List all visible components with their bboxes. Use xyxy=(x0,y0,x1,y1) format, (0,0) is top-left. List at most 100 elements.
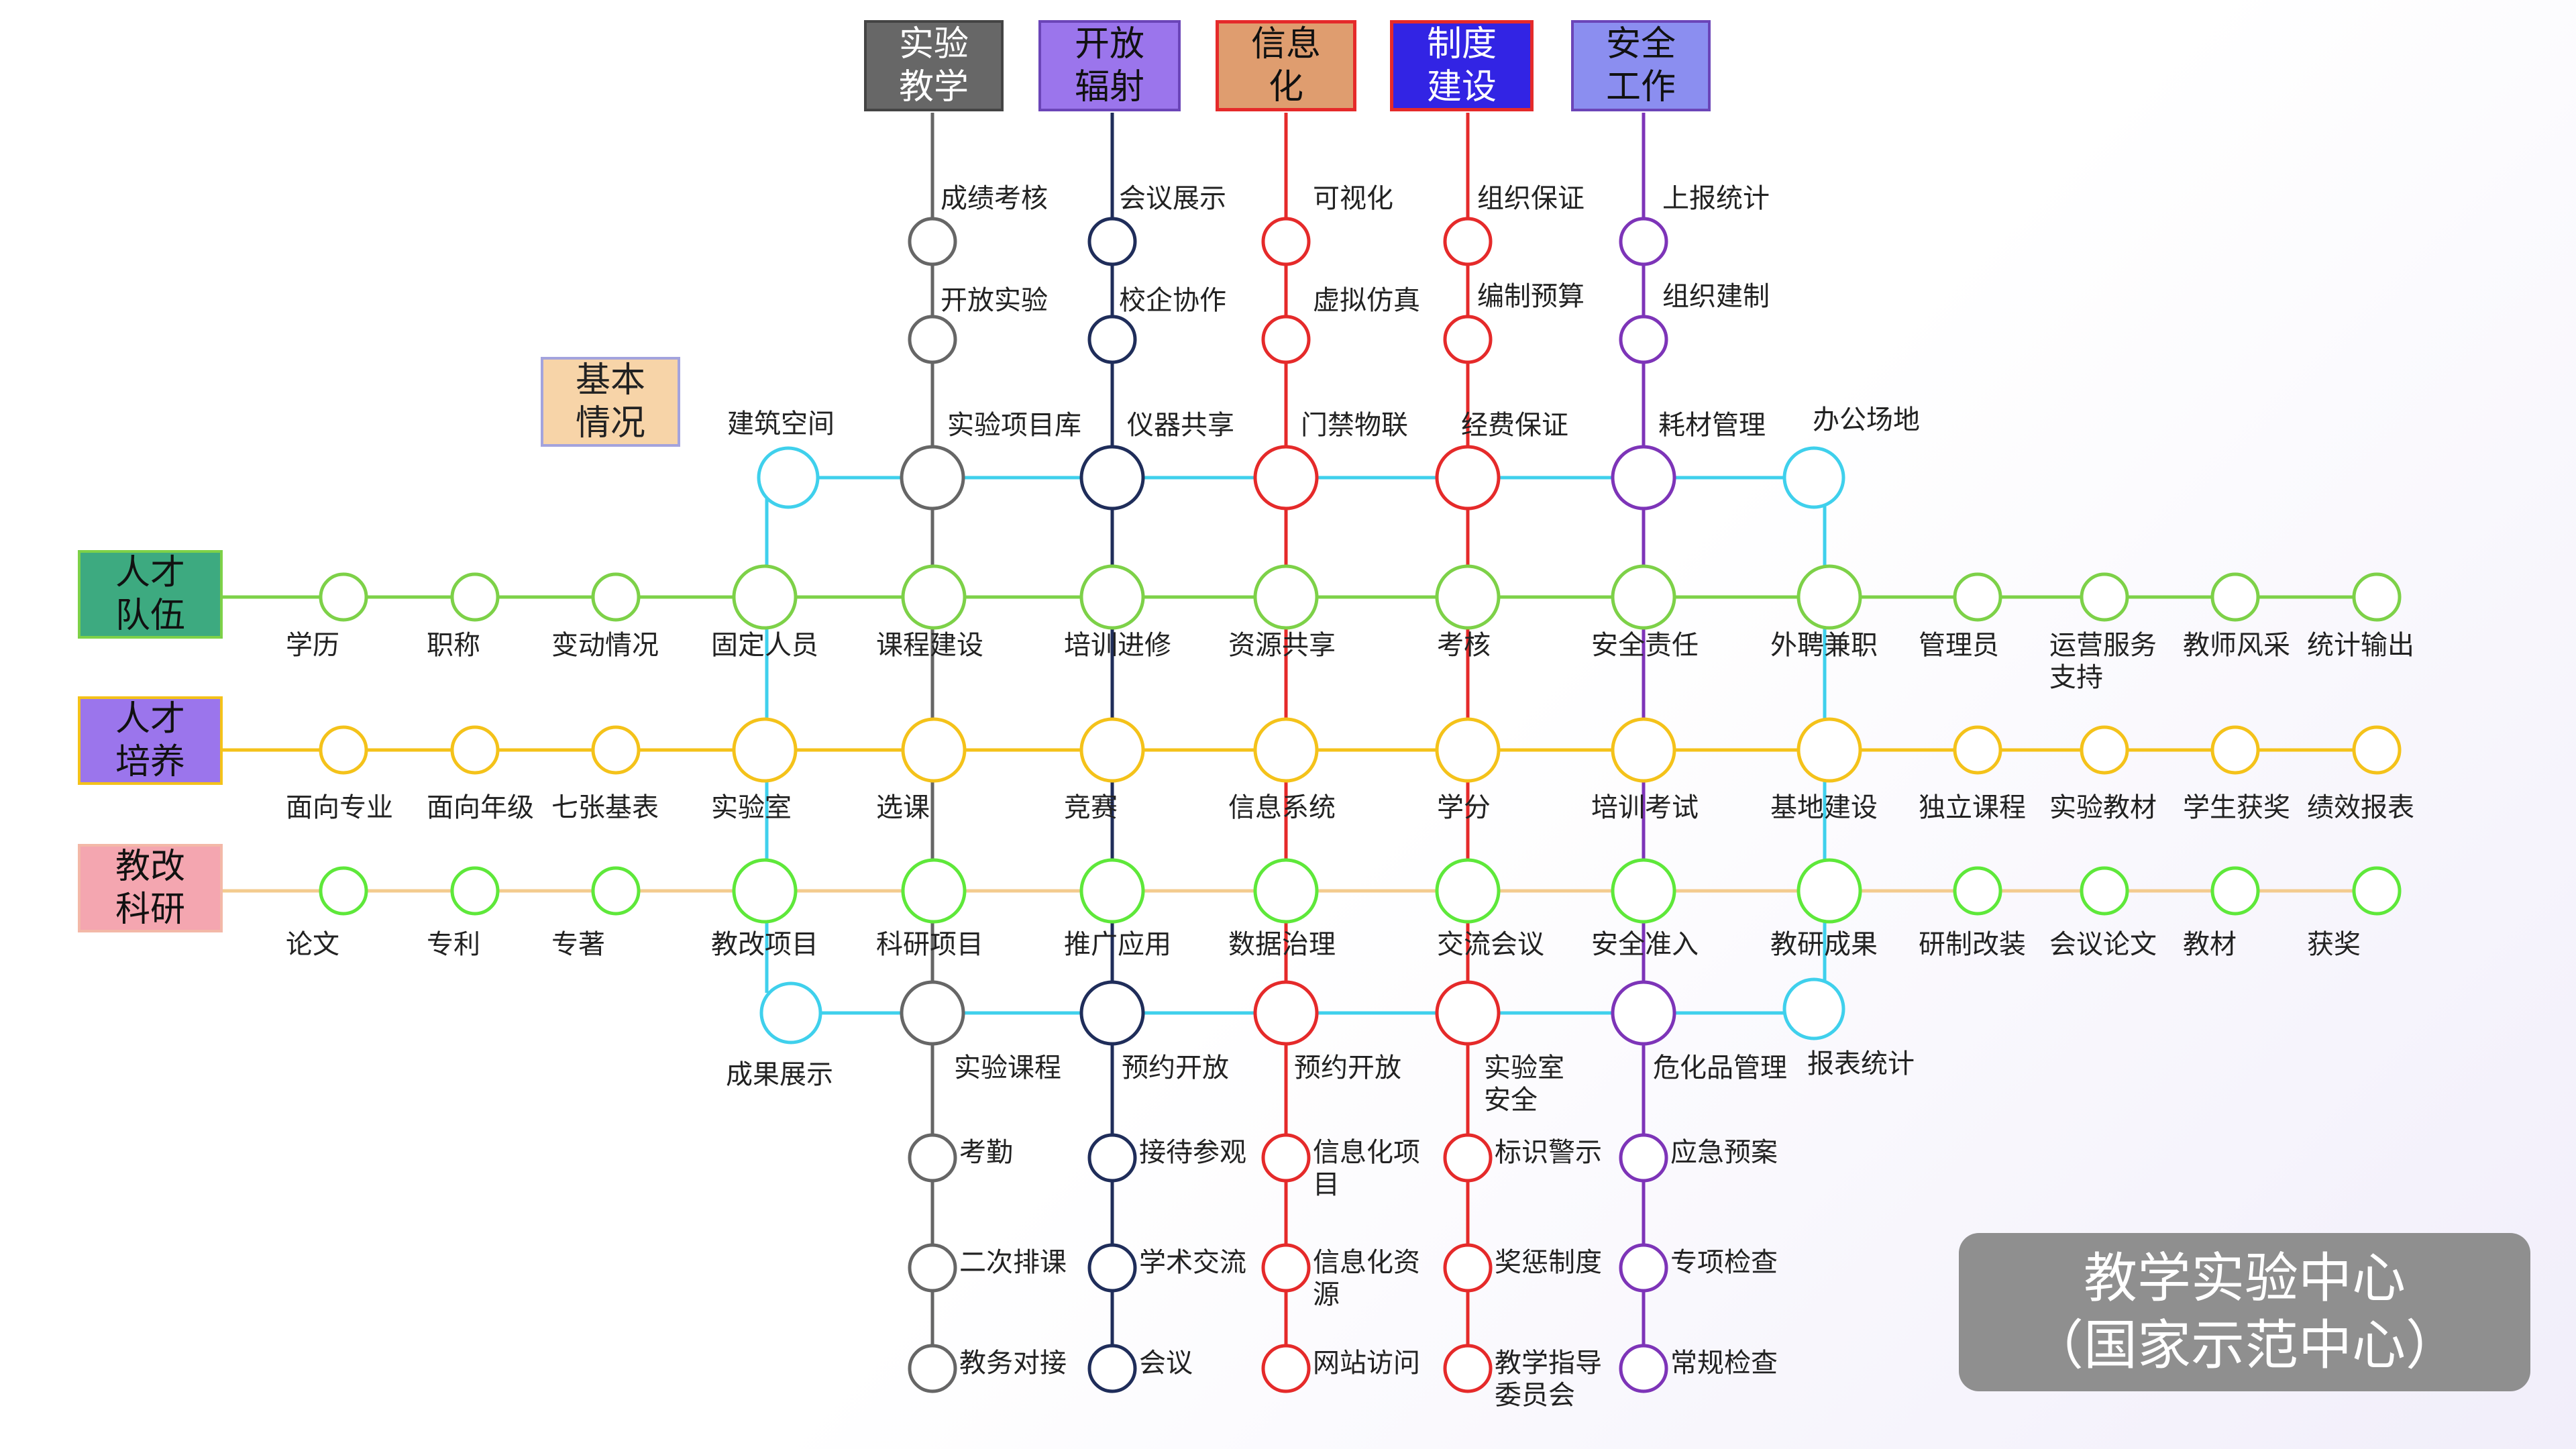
h1-label-5: 课程建设 xyxy=(876,630,983,661)
v1-top-station-2[interactable] xyxy=(908,315,957,364)
loop-station-bottom-right[interactable] xyxy=(1782,977,1845,1040)
h3-station-4[interactable] xyxy=(732,858,798,924)
h2-station-11[interactable] xyxy=(1953,725,2002,775)
v3-title-box-line-2: 化 xyxy=(1268,67,1303,107)
v5-bottom-station-1[interactable] xyxy=(1619,1133,1668,1183)
v5-junction-bottom[interactable] xyxy=(1611,980,1676,1046)
h2-station-6[interactable] xyxy=(1079,717,1145,783)
v5-bottom-station-2[interactable] xyxy=(1619,1243,1668,1293)
h1-station-6[interactable] xyxy=(1079,564,1145,630)
h1-title-box-line-1: 人才 xyxy=(115,553,185,593)
v3-junction-bottom[interactable] xyxy=(1253,980,1319,1046)
h2-label-9: 培训考试 xyxy=(1591,792,1699,823)
v1-bottom-station-3[interactable] xyxy=(908,1344,957,1393)
h1-station-11[interactable] xyxy=(1953,572,2002,622)
v3-bottom-station-2[interactable] xyxy=(1261,1243,1311,1293)
v5-bottom-station-3[interactable] xyxy=(1619,1344,1668,1393)
v5-title-box: 安全工作 xyxy=(1571,20,1711,111)
v4-bottom-station-3[interactable] xyxy=(1443,1344,1493,1393)
h1-station-4[interactable] xyxy=(732,564,798,630)
h3-station-14[interactable] xyxy=(2352,866,2402,916)
v3-top-station-2[interactable] xyxy=(1261,315,1311,364)
h3-station-9[interactable] xyxy=(1611,858,1676,924)
v3-junction-top[interactable] xyxy=(1253,445,1319,511)
h2-station-10[interactable] xyxy=(1796,717,1862,783)
h3-station-11[interactable] xyxy=(1953,866,2002,916)
v1-bottom-station-1[interactable] xyxy=(908,1133,957,1183)
v4-junction-top[interactable] xyxy=(1435,445,1501,511)
h3-station-6[interactable] xyxy=(1079,858,1145,924)
h2-label-5: 选课 xyxy=(876,792,930,823)
h3-station-1[interactable] xyxy=(319,866,368,916)
v5-top-label-1: 上报统计 xyxy=(1662,183,1770,214)
v2-bottom-label-2: 学术交流 xyxy=(1139,1247,1246,1278)
h1-station-14[interactable] xyxy=(2352,572,2402,622)
h1-station-12[interactable] xyxy=(2080,572,2129,622)
v3-top-station-1[interactable] xyxy=(1261,217,1311,266)
v5-junction-top[interactable] xyxy=(1611,445,1676,511)
h2-title-box-line-1: 人才 xyxy=(115,699,185,739)
v3-bottom-station-1[interactable] xyxy=(1261,1133,1311,1183)
h3-station-10[interactable] xyxy=(1796,858,1862,924)
loop-title-box-line-2: 情况 xyxy=(575,403,645,443)
v4-top-station-2[interactable] xyxy=(1443,315,1493,364)
h2-station-12[interactable] xyxy=(2080,725,2129,775)
v3-bottom-station-3[interactable] xyxy=(1261,1344,1311,1393)
loop-station-top-left[interactable] xyxy=(757,446,820,509)
h2-station-13[interactable] xyxy=(2210,725,2260,775)
v4-title-box-line-2: 建设 xyxy=(1426,67,1497,107)
h2-station-9[interactable] xyxy=(1611,717,1676,783)
loop-label-top-right: 办公场地 xyxy=(1813,405,1920,435)
h1-station-9[interactable] xyxy=(1611,564,1676,630)
v2-bottom-station-2[interactable] xyxy=(1087,1243,1137,1293)
h1-station-2[interactable] xyxy=(450,572,500,622)
h2-station-3[interactable] xyxy=(591,725,641,775)
h1-label-6: 培训进修 xyxy=(1064,630,1171,661)
h3-label-14: 获奖 xyxy=(2307,929,2361,960)
v5-top-station-2[interactable] xyxy=(1619,315,1668,364)
v2-bottom-station-3[interactable] xyxy=(1087,1344,1137,1393)
v4-bottom-station-1[interactable] xyxy=(1443,1133,1493,1183)
h1-station-3[interactable] xyxy=(591,572,641,622)
v5-top-station-1[interactable] xyxy=(1619,217,1668,266)
h2-label-12: 实验教材 xyxy=(2049,792,2157,823)
h3-station-12[interactable] xyxy=(2080,866,2129,916)
v1-junction-bottom[interactable] xyxy=(900,980,965,1046)
h1-station-5[interactable] xyxy=(901,564,967,630)
h3-station-13[interactable] xyxy=(2210,866,2260,916)
h3-station-2[interactable] xyxy=(450,866,500,916)
h2-station-14[interactable] xyxy=(2352,725,2402,775)
v4-junction-bottom[interactable] xyxy=(1435,980,1501,1046)
v2-top-station-1[interactable] xyxy=(1087,217,1137,266)
h1-station-7[interactable] xyxy=(1253,564,1319,630)
v4-bottom-station-2[interactable] xyxy=(1443,1243,1493,1293)
v2-junction-top[interactable] xyxy=(1079,445,1145,511)
h1-station-10[interactable] xyxy=(1796,564,1862,630)
h3-station-3[interactable] xyxy=(591,866,641,916)
h3-station-5[interactable] xyxy=(901,858,967,924)
h3-station-7[interactable] xyxy=(1253,858,1319,924)
v4-top-station-1[interactable] xyxy=(1443,217,1493,266)
h1-station-13[interactable] xyxy=(2210,572,2260,622)
v1-junction-top[interactable] xyxy=(900,445,965,511)
h2-station-7[interactable] xyxy=(1253,717,1319,783)
v2-junction-bottom[interactable] xyxy=(1079,980,1145,1046)
h2-station-4[interactable] xyxy=(732,717,798,783)
v2-top-station-2[interactable] xyxy=(1087,315,1137,364)
loop-station-top-right[interactable] xyxy=(1782,446,1845,509)
v4-junction-bottom-label: 实验室安全 xyxy=(1484,1053,1564,1116)
v2-bottom-station-1[interactable] xyxy=(1087,1133,1137,1183)
h1-label-3: 变动情况 xyxy=(551,630,659,661)
h2-station-5[interactable] xyxy=(901,717,967,783)
v1-bottom-station-2[interactable] xyxy=(908,1243,957,1293)
v1-top-station-1[interactable] xyxy=(908,217,957,266)
h1-station-8[interactable] xyxy=(1435,564,1501,630)
loop-station-bottom-left[interactable] xyxy=(759,981,822,1044)
h2-station-1[interactable] xyxy=(319,725,368,775)
h3-station-8[interactable] xyxy=(1435,858,1501,924)
h1-station-1[interactable] xyxy=(319,572,368,622)
h2-station-2[interactable] xyxy=(450,725,500,775)
v3-top-label-2: 虚拟仿真 xyxy=(1313,285,1420,316)
v5-title-box-line-1: 安全 xyxy=(1605,24,1676,64)
h2-station-8[interactable] xyxy=(1435,717,1501,783)
